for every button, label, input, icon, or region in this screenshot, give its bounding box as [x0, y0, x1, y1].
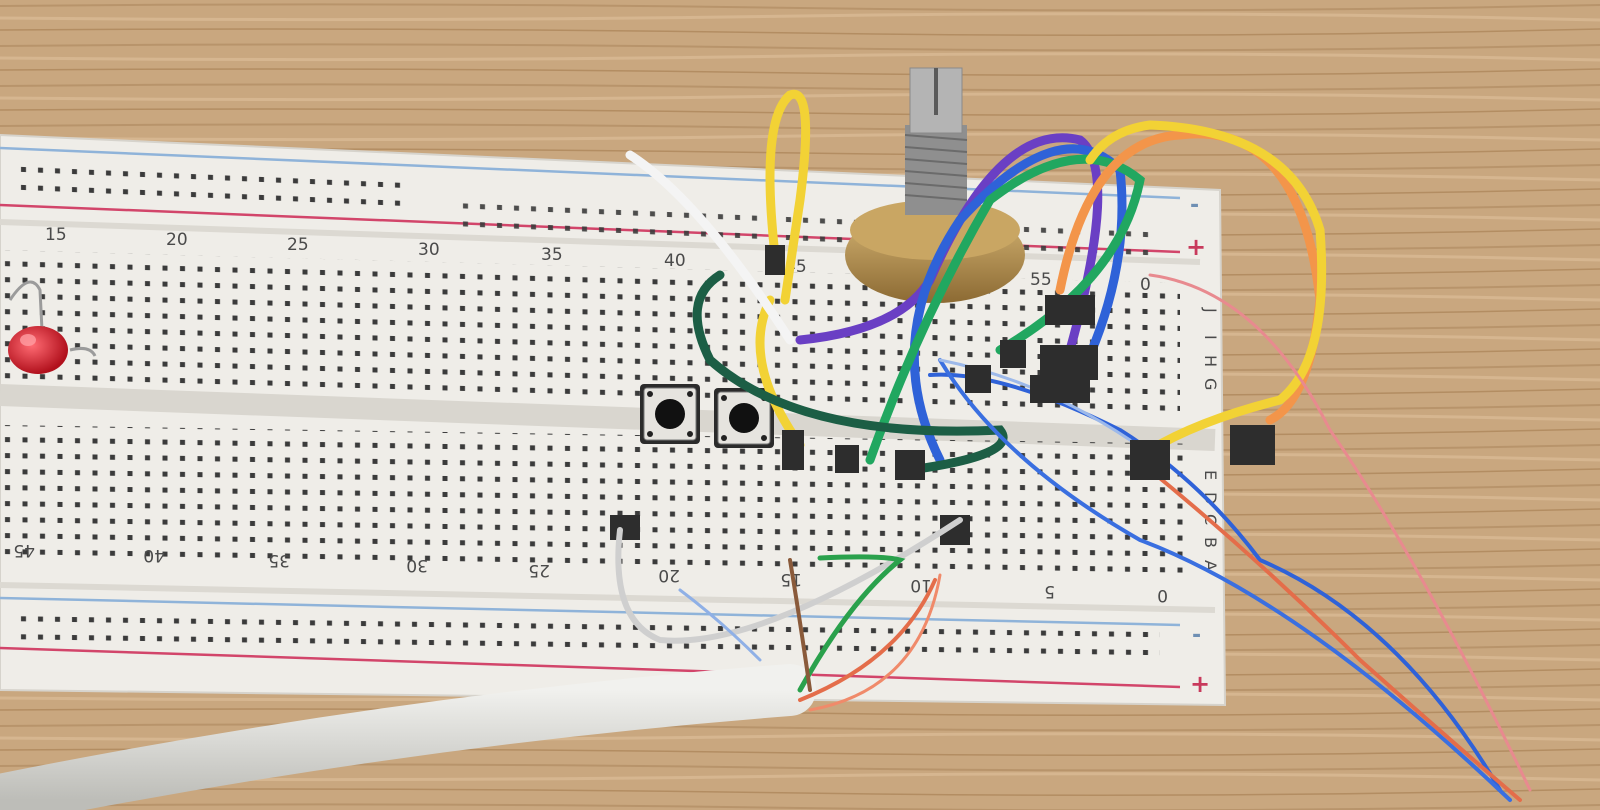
bottom-terminal-holes — [0, 425, 1190, 574]
bottom-channel — [0, 582, 1216, 613]
wire-thin-orange — [1148, 468, 1522, 802]
bottom-col-20: 20 — [658, 565, 680, 585]
row-letter-b: B — [1201, 537, 1220, 548]
wire-yellow-top — [765, 89, 811, 305]
bottom-rail-red-line — [0, 646, 1181, 689]
row-letter-e: E — [1201, 470, 1220, 480]
top-col-35: 35 — [541, 245, 563, 265]
cable-core-green — [797, 554, 906, 693]
led-body — [8, 326, 68, 374]
connector-headers — [610, 245, 1275, 545]
center-divider — [0, 384, 1216, 451]
bottom-numbers: 45 40 35 30 25 20 15 10 5 0 — [13, 540, 1168, 605]
bottom-col-45: 45 — [13, 540, 35, 560]
top-col-0: 0 — [1140, 275, 1151, 295]
wire-thin-blue — [928, 372, 1502, 792]
multicore-cable — [0, 517, 963, 810]
wire-dark-green — [692, 270, 1008, 475]
bottom-col-25: 25 — [528, 560, 550, 580]
row-letter-i: I — [1201, 335, 1220, 340]
wire-white — [625, 150, 795, 345]
bottom-col-40: 40 — [143, 545, 165, 565]
row-letter-g: G — [1201, 378, 1220, 390]
top-rail-plus: + — [1186, 233, 1206, 261]
cable-core-orange-2 — [808, 573, 942, 712]
wire-purple — [795, 133, 1103, 355]
led-lead-2 — [69, 347, 97, 357]
top-rail-holes — [10, 158, 410, 216]
wire-yellow-right — [1085, 120, 1327, 455]
row-letter-j: J — [1201, 307, 1220, 313]
breadboard: 15 20 25 30 35 40 45 55 0 45 40 35 30 25… — [0, 133, 1227, 707]
top-col-40: 40 — [664, 251, 686, 271]
bottom-col-5: 5 — [1044, 581, 1055, 601]
row-letter-a: A — [1201, 560, 1220, 571]
wire-yellow-long — [755, 295, 805, 450]
cable-core-orange — [798, 578, 937, 702]
top-col-55: 55 — [1030, 270, 1052, 290]
row-letter-h: H — [1201, 355, 1220, 367]
cable-white-jacket — [0, 664, 816, 810]
bottom-rail-minus: - — [1192, 623, 1201, 648]
led-lead — [8, 280, 44, 331]
top-col-30: 30 — [418, 240, 440, 260]
top-col-25: 25 — [287, 235, 309, 255]
bottom-col-10: 10 — [910, 575, 932, 595]
push-button-1 — [640, 384, 700, 444]
cable-core-grey — [615, 517, 963, 644]
bottom-col-30: 30 — [406, 555, 428, 575]
bottom-col-35: 35 — [268, 550, 290, 570]
top-col-15: 15 — [45, 225, 67, 245]
red-led — [8, 280, 97, 374]
wire-thin-blue-2 — [938, 358, 1512, 802]
bottom-col-0: 0 — [1157, 585, 1168, 605]
cable-core-blue — [678, 588, 762, 662]
push-button-2 — [714, 388, 774, 448]
top-col-20: 20 — [166, 230, 188, 250]
jumper-wires — [625, 89, 1532, 802]
led-highlight — [20, 334, 36, 346]
wire-thin-pink — [1148, 273, 1532, 792]
bottom-rail-plus: + — [1190, 670, 1210, 698]
bottom-rail-holes — [10, 605, 1160, 664]
pot-thread-lines — [904, 134, 968, 201]
cable-core-brown — [788, 558, 812, 692]
wire-green — [865, 154, 1145, 465]
top-rail-minus: - — [1190, 193, 1199, 218]
